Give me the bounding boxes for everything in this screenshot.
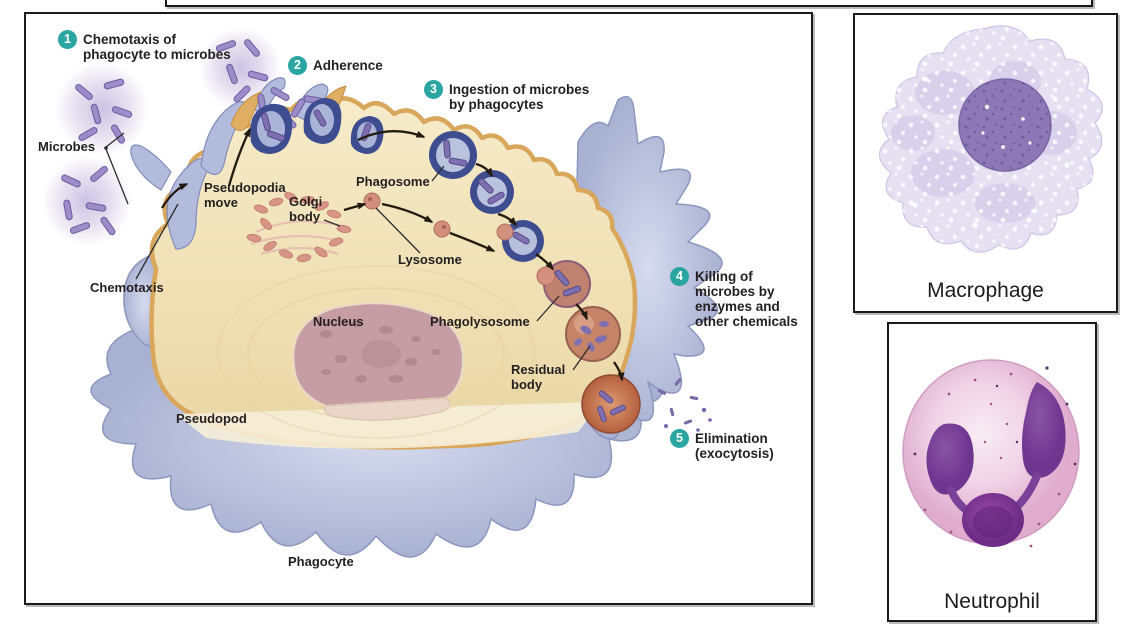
cropped-top-box <box>165 0 1093 7</box>
step-4-text: Killing of microbes by enzymes and other… <box>695 269 798 330</box>
step-3-text: Ingestion of microbes by phagocytes <box>449 82 590 113</box>
label-residual-body: Residual body <box>511 362 566 392</box>
phagocytosis-figure-box: 1 Chemotaxis of phagocyte to microbes 2 … <box>24 12 813 605</box>
step-1-badge: 1 <box>58 30 77 49</box>
step-2: 2 Adherence <box>288 56 383 75</box>
step-5-badge: 5 <box>670 429 689 448</box>
label-phagocyte: Phagocyte <box>288 554 354 569</box>
step-1: 1 Chemotaxis of phagocyte to microbes <box>58 30 231 62</box>
macrophage-panel: Macrophage <box>853 13 1118 313</box>
label-phagosome: Phagosome <box>356 174 430 189</box>
step-5-text: Elimination (exocytosis) <box>695 431 774 462</box>
label-phagolysosome: Phagolysosome <box>430 314 530 329</box>
label-microbes: Microbes <box>38 139 96 154</box>
step-4-badge: 4 <box>670 267 689 286</box>
label-pseudopod: Pseudopod <box>176 411 247 426</box>
step-1-text: Chemotaxis of phagocyte to microbes <box>83 32 231 63</box>
phagocyte-diagram-illustration <box>42 27 723 558</box>
step-2-badge: 2 <box>288 56 307 75</box>
label-pseudopodia-move: Pseudopodia move <box>204 180 286 210</box>
step-4: 4 Killing of microbes by enzymes and oth… <box>670 267 798 329</box>
macrophage-micrograph-illustration <box>878 25 1103 253</box>
label-nucleus: Nucleus <box>313 314 364 329</box>
label-lysosome: Lysosome <box>398 252 462 267</box>
neutrophil-caption: Neutrophil <box>944 590 1040 613</box>
label-chemotaxis: Chemotaxis <box>90 280 164 295</box>
step-3: 3 Ingestion of microbes by phagocytes <box>424 80 589 112</box>
macrophage-caption: Macrophage <box>927 279 1044 302</box>
neutrophil-panel: Neutrophil <box>887 322 1097 622</box>
neutrophil-micrograph-illustration <box>902 359 1080 548</box>
step-5: 5 Elimination (exocytosis) <box>670 429 774 461</box>
step-3-badge: 3 <box>424 80 443 99</box>
step-2-text: Adherence <box>313 58 383 73</box>
label-golgi-body: Golgi body <box>289 194 323 224</box>
